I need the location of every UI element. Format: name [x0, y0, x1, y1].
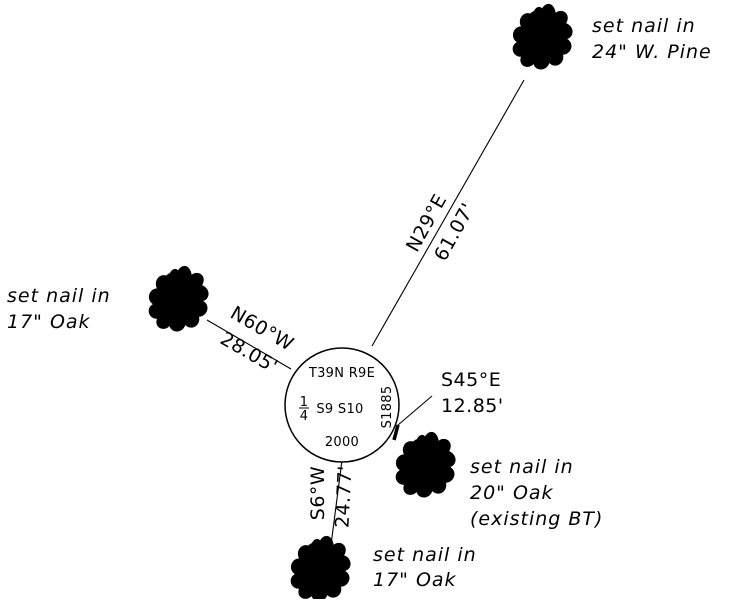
distance-se: 12.85'	[441, 395, 504, 417]
note-se-line2: 20" Oak	[470, 482, 554, 504]
monument-number: 2000	[325, 435, 359, 450]
note-s-line1: set nail in	[373, 544, 477, 566]
monument-sections: S9 S10	[316, 402, 363, 417]
bearing-se: S45°E	[441, 369, 501, 391]
note-nw-line2: 17" Oak	[7, 311, 91, 333]
bearing-s: S6°W	[307, 466, 329, 520]
monument-circle	[284, 347, 400, 463]
tie-line-se-leader	[397, 395, 433, 426]
distance-s: 24.77'	[331, 465, 356, 529]
note-ne-line2: 24" W. Pine	[592, 41, 712, 63]
monument-quarter: 1 4	[299, 395, 309, 424]
tie-line-ne	[371, 79, 525, 347]
note-nw-line1: set nail in	[7, 285, 111, 307]
tie-line-se	[392, 424, 400, 441]
tree-icon	[512, 3, 573, 70]
note-ne-line1: set nail in	[592, 15, 696, 37]
tree-icon	[148, 265, 209, 332]
monument-quarter-num: 1	[300, 395, 309, 410]
tie-line-nw	[206, 319, 292, 370]
tree-icon	[290, 535, 351, 602]
monument-township-range: T39N R9E	[308, 366, 375, 381]
note-s-line2: 17" Oak	[373, 569, 457, 591]
note-se-line1: set nail in	[470, 456, 574, 478]
tie-line-s	[330, 459, 343, 546]
tree-icon	[395, 431, 456, 498]
monument-year: S1885	[380, 386, 395, 429]
note-se-line3: (existing BT)	[470, 508, 603, 530]
monument-quarter-den: 4	[300, 409, 309, 424]
